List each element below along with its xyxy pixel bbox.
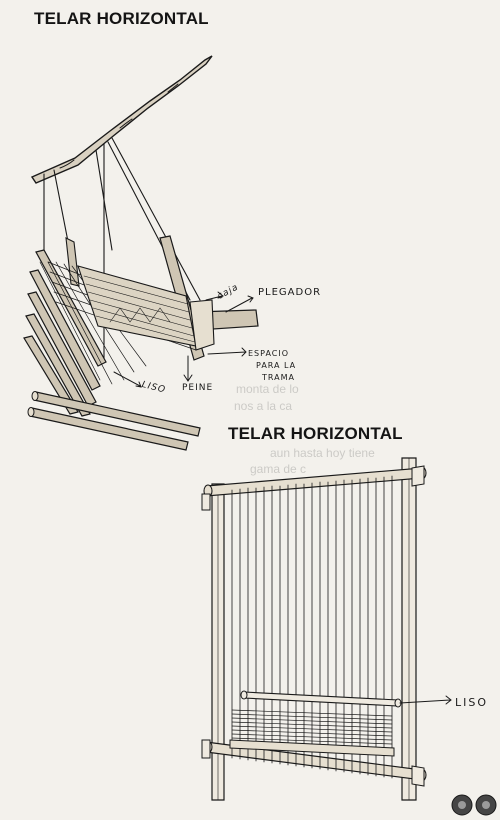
bottom-loom-drawing <box>201 457 452 801</box>
bleed-text-3: aun hasta hoy tiene <box>270 446 375 460</box>
label-espacio: ESPACIO <box>248 349 290 358</box>
label-plegador: PLEGADOR <box>258 287 322 298</box>
top-beam <box>205 467 423 497</box>
camera-lens-icon <box>451 794 497 816</box>
bleed-text-4: gama de c <box>250 462 307 476</box>
warp-logs <box>23 249 107 417</box>
woven-section <box>231 709 393 745</box>
label-trama: TRAMA <box>262 373 295 382</box>
warp-threads-bottom <box>231 475 393 779</box>
top-branch <box>30 55 213 184</box>
title-top: TELAR HORIZONTAL <box>34 9 209 28</box>
bleed-text-1: monta de lo <box>236 382 299 396</box>
top-loom-drawing <box>23 55 259 451</box>
bleed-text-2: nos a la ca <box>234 399 293 413</box>
label-para: PARA LA <box>256 361 297 370</box>
title-bottom: TELAR HORIZONTAL <box>228 424 403 443</box>
label-peine: PEINE <box>182 383 214 393</box>
label-liso-bottom: LISO <box>455 696 489 709</box>
liso-rod <box>243 691 399 707</box>
